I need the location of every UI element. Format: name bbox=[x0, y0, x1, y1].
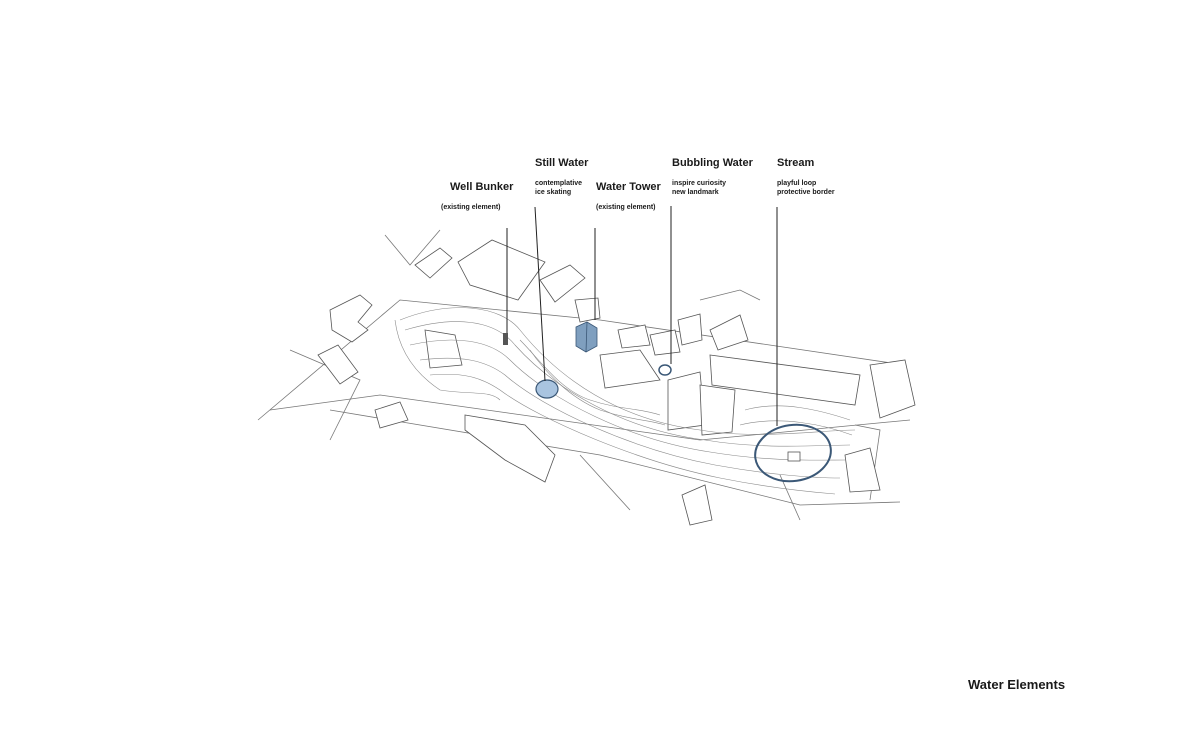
stream-title: Stream bbox=[777, 157, 815, 169]
still-water-pond bbox=[535, 379, 559, 399]
well-bunker-subtitle: (existing element) bbox=[441, 204, 501, 211]
water-elements bbox=[503, 321, 832, 483]
stream-subtitle-2: protective border bbox=[777, 189, 835, 196]
bubbling-water-title: Bubbling Water bbox=[672, 157, 753, 169]
water-tower-shape bbox=[575, 321, 598, 353]
still-water-subtitle-1: contemplative bbox=[535, 180, 583, 187]
stream-subtitle-1: playful loop bbox=[777, 180, 817, 187]
still-water-title: Still Water bbox=[535, 157, 589, 169]
stream-loop bbox=[754, 423, 832, 483]
bubbling-water-subtitle-2: new landmark bbox=[672, 189, 719, 196]
bubbling-water-subtitle-1: inspire curiosity bbox=[672, 180, 727, 187]
buildings bbox=[317, 239, 916, 526]
stream-pavilion bbox=[787, 451, 801, 462]
bubbling-water-ring bbox=[658, 364, 672, 376]
water-tower-subtitle: (existing element) bbox=[596, 204, 656, 211]
well-bunker-shape bbox=[503, 333, 508, 345]
figure-caption: Water Elements bbox=[968, 677, 1066, 692]
leader-lines bbox=[506, 206, 778, 426]
contour-lines bbox=[394, 307, 856, 495]
still-water-subtitle-2: ice skating bbox=[535, 189, 572, 196]
water-tower-title: Water Tower bbox=[596, 181, 661, 193]
well-bunker-title: Well Bunker bbox=[450, 181, 514, 193]
